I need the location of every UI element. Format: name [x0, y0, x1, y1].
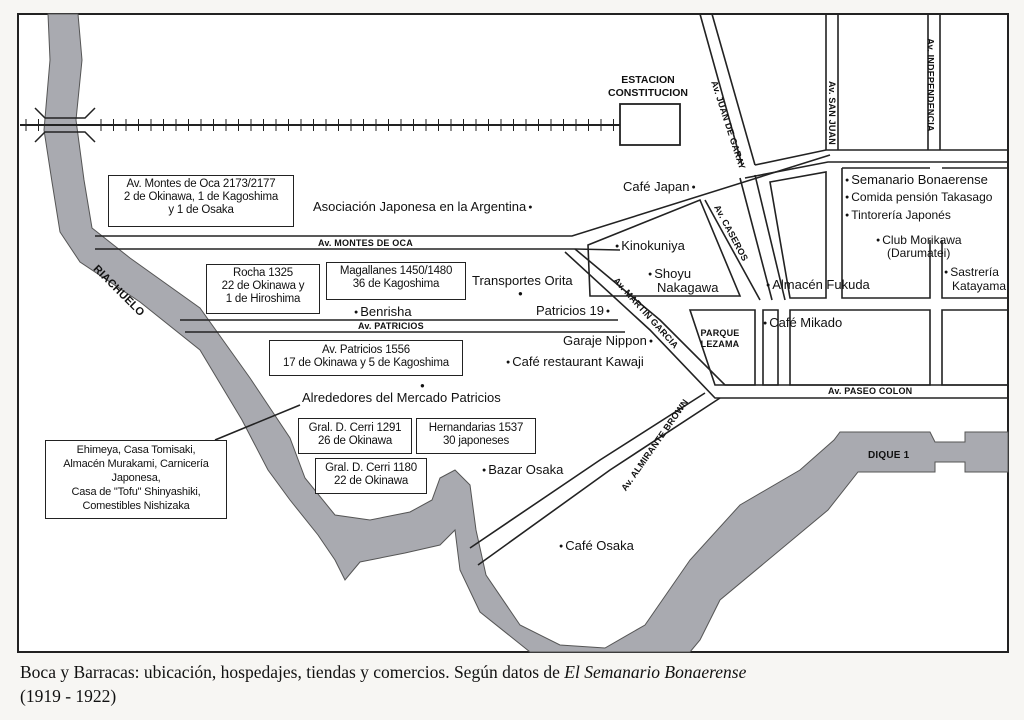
- box-line: 17 de Okinawa y 5 de Kagoshima: [283, 357, 449, 369]
- dique-label: DIQUE 1: [868, 450, 910, 461]
- place-mercado-patricios: Alrededores del Mercado Patricios: [302, 390, 501, 405]
- place-semanario: Semanario Bonaerense: [845, 172, 988, 188]
- box-line: Gral. D. Cerri 1180: [325, 462, 417, 474]
- place-cafe-japan: Café Japan: [623, 179, 696, 195]
- station-label-line1: ESTACION: [621, 74, 675, 86]
- transportes-dot: ●: [518, 289, 523, 298]
- station-label: ESTACION CONSTITUCION: [600, 74, 696, 100]
- caption-source: El Semanario Bonaerense: [564, 662, 747, 682]
- map-caption: Boca y Barracas: ubicación, hospedajes, …: [20, 660, 1015, 708]
- streets: [95, 13, 1009, 566]
- place-transportes-orita: Transportes Orita: [472, 273, 573, 288]
- box-line: 26 de Okinawa: [317, 435, 393, 447]
- place-comida-pension: Comida pensión Takasago: [845, 190, 992, 205]
- mercado-dot: ●: [420, 381, 425, 390]
- place-shoyu: Shoyu: [648, 266, 691, 282]
- place-benrisha: Benrisha: [354, 304, 411, 320]
- box-line: Japonesa,: [111, 472, 161, 484]
- box-line: Comestibles Nishizaka: [82, 500, 190, 512]
- place-tintoreria: Tintorería Japonés: [845, 208, 951, 223]
- place-patricios-19: Patricios 19: [536, 303, 610, 319]
- parque-lezama-label: PARQUE LEZAMA: [700, 328, 740, 349]
- bridge-icon: [34, 107, 96, 143]
- box-line: Almacén Murakami, Carnicería: [63, 458, 209, 470]
- road-san-juan: Av. SAN JUAN: [826, 81, 837, 145]
- box-line: 30 japoneses: [442, 435, 510, 447]
- place-sastreria: Sastrería: [944, 265, 999, 280]
- road-montes-de-oca: Av. MONTES DE OCA: [318, 238, 413, 248]
- place-club-morikawa: Club Morikawa: [876, 233, 961, 248]
- box-line: Rocha 1325: [232, 267, 294, 279]
- box-line: Hernandarias 1537: [428, 422, 524, 434]
- box-line: 1 de Hiroshima: [225, 293, 301, 305]
- road-paseo-colon: Av. PASEO COLON: [828, 386, 913, 396]
- box-line: Ehimeya, Casa Tomisaki,: [76, 444, 196, 456]
- box-line: 36 de Kagoshima: [352, 278, 440, 290]
- map-frame: [17, 13, 1009, 653]
- page-margin: [1009, 0, 1024, 655]
- place-club-morikawa-line2: (Darumatei): [887, 246, 951, 260]
- riachuelo-river: [43, 13, 1009, 653]
- box-line: Gral. D. Cerri 1291: [308, 422, 402, 434]
- box-line: Av. Patricios 1556: [321, 344, 411, 356]
- box-line: 22 de Okinawa: [333, 475, 409, 487]
- box-line: Magallanes 1450/1480: [339, 265, 453, 277]
- place-almacen-fukuda: Almacén Fukuda: [766, 277, 870, 293]
- station-building: [619, 103, 681, 146]
- place-garaje-nippon: Garaje Nippon: [563, 333, 653, 349]
- place-shoyu-line2: Nakagawa: [657, 280, 719, 295]
- place-bazar-osaka: Bazar Osaka: [482, 462, 563, 478]
- road-patricios: Av. PATRICIOS: [358, 321, 424, 331]
- box-line: y 1 de Osaka: [168, 204, 234, 216]
- box-line: Av. Montes de Oca 2173/2177: [126, 178, 276, 190]
- place-cafe-kawaji: Café restaurant Kawaji: [506, 354, 644, 370]
- place-kinokuniya: Kinokuniya: [615, 238, 685, 254]
- caption-text: Boca y Barracas: ubicación, hospedajes, …: [20, 662, 565, 682]
- box-line: Casa de "Tofu" Shinyashiki,: [71, 486, 201, 498]
- road-independencia: Av. INDEPENDENCIA: [925, 38, 936, 132]
- place-sastreria-line2: Katayama: [952, 279, 1007, 293]
- place-cafe-mikado: Café Mikado: [763, 315, 842, 331]
- caption-years: (1919 - 1922): [20, 686, 117, 706]
- place-cafe-osaka: Café Osaka: [559, 538, 634, 554]
- box-line: 22 de Okinawa y: [221, 280, 305, 292]
- box-line: 2 de Okinawa, 1 de Kagoshima: [123, 191, 279, 203]
- place-asociacion: Asociación Japonesa en la Argentina: [313, 199, 532, 215]
- info-box-mercado-shops: Ehimeya, Casa Tomisaki, Almacén Murakami,…: [45, 440, 227, 519]
- station-label-line2: CONSTITUCION: [608, 87, 688, 99]
- railway-ties: [25, 119, 614, 131]
